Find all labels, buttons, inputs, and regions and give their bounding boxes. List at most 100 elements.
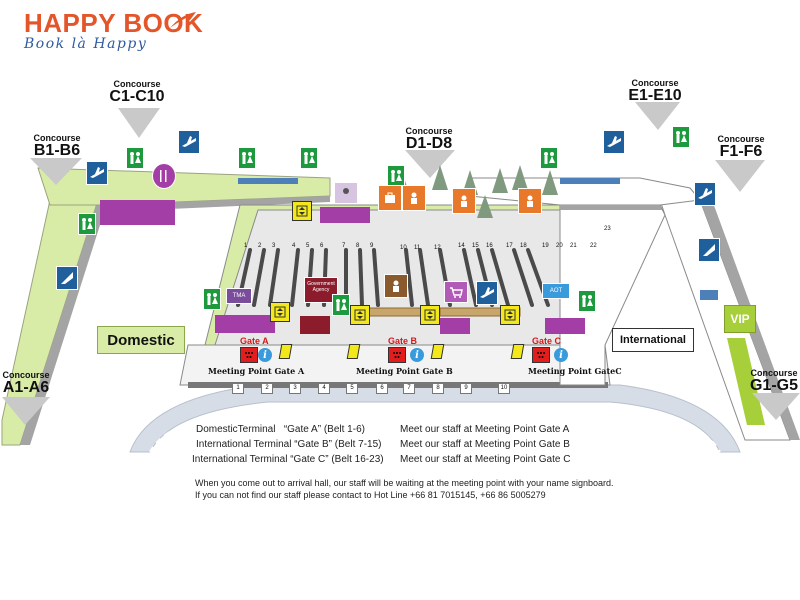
belt-number-label: 17	[506, 243, 513, 249]
toilet-icon	[203, 288, 221, 310]
concourse-f1-f6-label: Concourse F1-F6	[712, 134, 770, 160]
brand-logo-tagline: Book là Happy	[24, 36, 148, 52]
concourse-e1-e10-label: Concourse E1-E10	[624, 78, 686, 104]
toilet-icon	[78, 213, 96, 235]
toilet-icon	[238, 147, 256, 169]
toilet-icon	[578, 290, 596, 312]
elevator-icon	[500, 305, 520, 325]
door-number-label: 5	[346, 383, 358, 394]
toilet-icon	[126, 147, 144, 169]
belt-number-label: 16	[486, 243, 493, 249]
concourse-a-wall	[20, 200, 108, 445]
gate-wall-c	[238, 178, 298, 184]
meeting-point-gate-a-label: Meeting Point Gate A	[208, 366, 305, 376]
meeting-point-icon	[388, 347, 406, 363]
gate-b-label: Gate B	[388, 336, 418, 346]
door-number-label: 2	[261, 383, 273, 394]
info-icon: i	[258, 348, 272, 362]
belt-number-label: 11	[414, 245, 421, 251]
meeting-point-icon	[240, 347, 258, 363]
belt-number-label: 18	[520, 243, 527, 249]
belt-number-label: 7	[342, 243, 346, 249]
instruction-gate: “Gate A”	[283, 424, 322, 435]
belt-number-label: 23	[604, 226, 611, 232]
airplane-icon	[603, 130, 625, 154]
instruction-row-intl-b: International Terminal “Gate B” (Belt 7-…	[196, 439, 381, 450]
note-arrival-hall: When you come out to arrival hall, our s…	[195, 478, 614, 488]
vip-corridor	[727, 338, 765, 425]
toilet-icon	[300, 147, 318, 169]
elevator-icon	[420, 305, 440, 325]
door-number-label: 3	[289, 383, 301, 394]
driveway-lane-marking	[149, 405, 721, 453]
customs-icon	[402, 185, 426, 211]
concourse-label-text: Concourse	[717, 134, 765, 144]
instruction-meet-domestic: Meet our staff at Meeting Point Gate A	[400, 424, 570, 435]
driveway-road	[129, 384, 741, 453]
instruction-gate: “Gate B”	[294, 439, 333, 450]
gate-c-fence	[439, 307, 521, 317]
airplane-icon	[698, 238, 720, 262]
instruction-belt: (Belt 1-6)	[323, 424, 365, 435]
belt-number-label: 1	[244, 243, 248, 249]
info-icon: i	[554, 348, 568, 362]
toilet-icon	[387, 165, 405, 187]
concourse-gates-text: G1-G5	[749, 377, 798, 394]
airplane-icon	[694, 182, 716, 206]
shop-area-top	[320, 207, 370, 223]
international-zone-label: International	[612, 328, 694, 352]
belt-number-label: 8	[356, 243, 360, 249]
instruction-meet-intl-c: Meet our staff at Meeting Point Gate C	[400, 454, 571, 465]
callout-e1	[635, 102, 680, 130]
belt-number-label: 15	[472, 243, 479, 249]
vip-zone-label: VIP	[724, 305, 756, 333]
belt-number-label: 12	[434, 245, 441, 251]
belt-number-label: 4	[292, 243, 296, 249]
concourse-gates-text: C1-C10	[109, 88, 165, 105]
gate-wall-g	[700, 290, 718, 300]
domestic-zone-label: Domestic	[97, 326, 185, 354]
concourse-label-text: Concourse	[113, 79, 161, 89]
concourse-ef-wall	[560, 205, 662, 210]
tma-sign: TMA	[226, 288, 252, 304]
callout-f1	[715, 160, 765, 192]
door-number-label: 6	[376, 383, 388, 394]
gate-c-label: Gate C	[532, 336, 562, 346]
door-number-label: 1	[232, 383, 244, 394]
concourse-gates-text: A1-A6	[2, 379, 50, 396]
belt-number-label: 6	[320, 243, 324, 249]
door-number-label: 7	[403, 383, 415, 394]
belt-number-label: 20	[556, 243, 563, 249]
meeting-point-gate-b-label: Meeting Point Gate B	[356, 366, 453, 376]
concourse-c1-c10-label: Concourse C1-C10	[108, 79, 166, 105]
belt-number-label: 22	[590, 243, 597, 249]
shop-area-intl-1	[440, 318, 470, 334]
shop-area-bc	[100, 200, 175, 225]
concourse-g1-g5-label: Concourse G1-G5	[748, 368, 800, 394]
instruction-terminal: International Terminal	[192, 454, 288, 465]
toilet-icon	[540, 147, 558, 169]
belt-number-label: 5	[306, 243, 310, 249]
arrival-hall-front-wall	[188, 382, 608, 388]
international-hall-floor	[559, 204, 666, 386]
concourse-label-text: Concourse	[631, 78, 679, 88]
gate-wall-e	[560, 178, 620, 184]
concourse-gates-text: F1-F6	[719, 143, 763, 160]
restaurant-icon	[152, 163, 176, 189]
door-number-label: 9	[460, 383, 472, 394]
door-number-label: 4	[318, 383, 330, 394]
instruction-terminal: DomesticTerminal	[196, 424, 276, 435]
concourse-b1-b6-label: Concourse B1-B6	[28, 133, 86, 159]
government-agency-area	[300, 316, 330, 334]
instruction-gate: “Gate C”	[290, 454, 329, 465]
callout-b1	[30, 158, 82, 185]
information-desk-icon	[334, 182, 358, 204]
concourse-gates-text: B1-B6	[33, 142, 81, 159]
concourse-label-text: Concourse	[405, 126, 453, 136]
elevator-icon	[270, 302, 290, 322]
instruction-terminal: International Terminal	[196, 439, 292, 450]
gate-a-label: Gate A	[240, 336, 269, 346]
belt-number-label: 2	[258, 243, 262, 249]
concourse-label-text: Concourse	[2, 370, 50, 380]
info-icon: i	[410, 348, 424, 362]
